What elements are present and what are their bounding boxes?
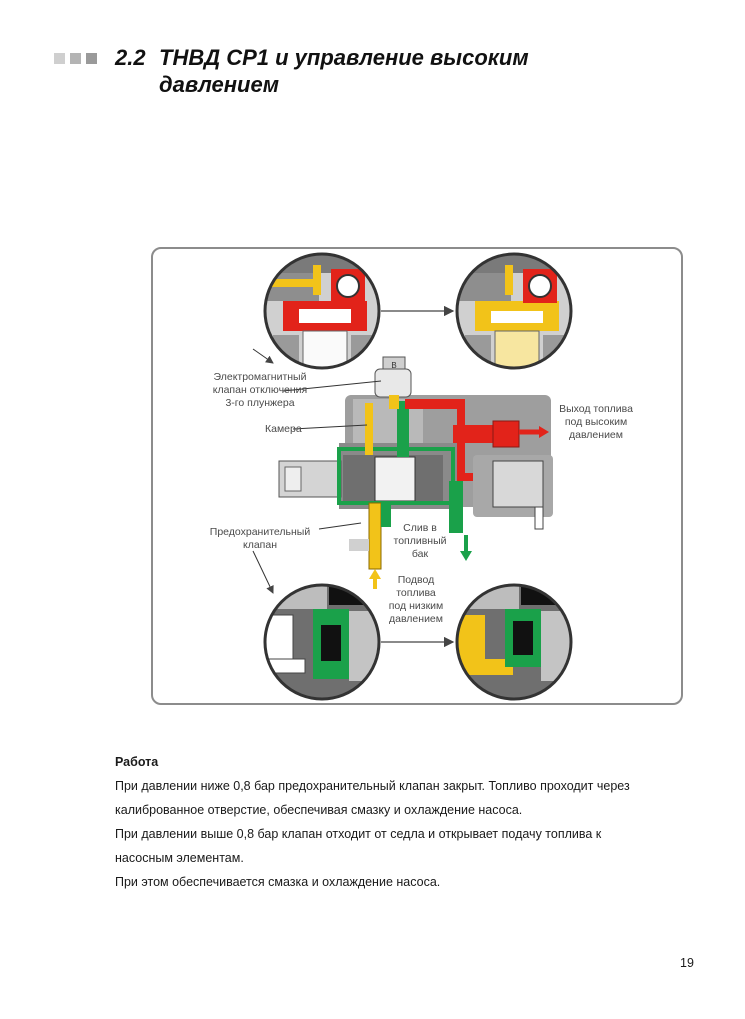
label-hp-out-line-3: давлением xyxy=(569,429,623,441)
label-lp-in-line-3: под низким xyxy=(389,600,444,612)
label-drain-line-3: бак xyxy=(412,548,429,560)
detail-circle-bottom-left xyxy=(263,583,381,701)
heading-square-2 xyxy=(70,53,81,64)
section-title-line-1: ТНВД CP1 и управление высоким xyxy=(159,45,529,70)
operation-line-4: насосным элементам. xyxy=(115,851,244,865)
label-lp-in-line-2: топлива xyxy=(396,587,436,599)
operation-line-2: калиброванное отверстие, обеспечивая сма… xyxy=(115,803,523,817)
label-lp-in-line-1: Подвод xyxy=(398,574,434,586)
label-hp-out-line-1: Выход топлива xyxy=(559,403,633,415)
detail-circle-top-right xyxy=(455,252,573,370)
connector-label: B xyxy=(391,361,396,370)
detail-circle-top-left xyxy=(263,252,381,370)
label-safety-valve: Предохранительный клапан xyxy=(210,526,311,551)
pump-body: B xyxy=(278,356,553,570)
section-heading: 2.2 ТНВД CP1 и управление высоким давлени… xyxy=(115,44,675,98)
label-drain-line-2: топливный xyxy=(394,535,447,547)
label-safety-line-1: Предохранительный xyxy=(210,526,311,538)
section-title-line-2: давлением xyxy=(159,72,279,97)
section-number: 2.2 xyxy=(115,45,146,70)
detail-circle-bottom-right xyxy=(455,583,573,701)
label-hp-outlet: Выход топлива под высоким давлением xyxy=(559,403,633,441)
label-chamber: Камера xyxy=(265,423,302,435)
label-drain-line-1: Слив в xyxy=(403,522,437,534)
label-drain: Слив в топливный бак xyxy=(394,522,447,560)
heading-square-3 xyxy=(86,53,97,64)
pump-diagram-figure: B Электромагнитный клапан отключения xyxy=(151,247,683,705)
operation-section: Работа При давлении ниже 0,8 бар предохр… xyxy=(115,750,715,894)
pump-diagram: B Электромагнитный клапан отключения xyxy=(210,252,633,701)
operation-heading: Работа xyxy=(115,755,159,769)
operation-line-3: При давлении выше 0,8 бар клапан отходит… xyxy=(115,827,602,841)
label-lp-in-line-4: давлением xyxy=(389,613,443,625)
heading-square-1 xyxy=(54,53,65,64)
operation-line-1: При давлении ниже 0,8 бар предохранитель… xyxy=(115,779,630,793)
label-hp-out-line-2: под высоким xyxy=(565,416,627,428)
label-lp-inlet: Подвод топлива под низким давлением xyxy=(389,574,444,625)
operation-line-5: При этом обеспечивается смазка и охлажде… xyxy=(115,875,441,889)
label-solenoid-line-1: Электромагнитный xyxy=(214,371,307,383)
page-number: 19 xyxy=(680,956,694,970)
label-solenoid-line-2: клапан отключения xyxy=(213,384,307,396)
label-solenoid-line-3: 3-го плунжера xyxy=(225,397,294,409)
label-safety-line-2: клапан xyxy=(243,539,277,551)
label-solenoid-valve: Электромагнитный клапан отключения 3-го … xyxy=(213,371,307,409)
